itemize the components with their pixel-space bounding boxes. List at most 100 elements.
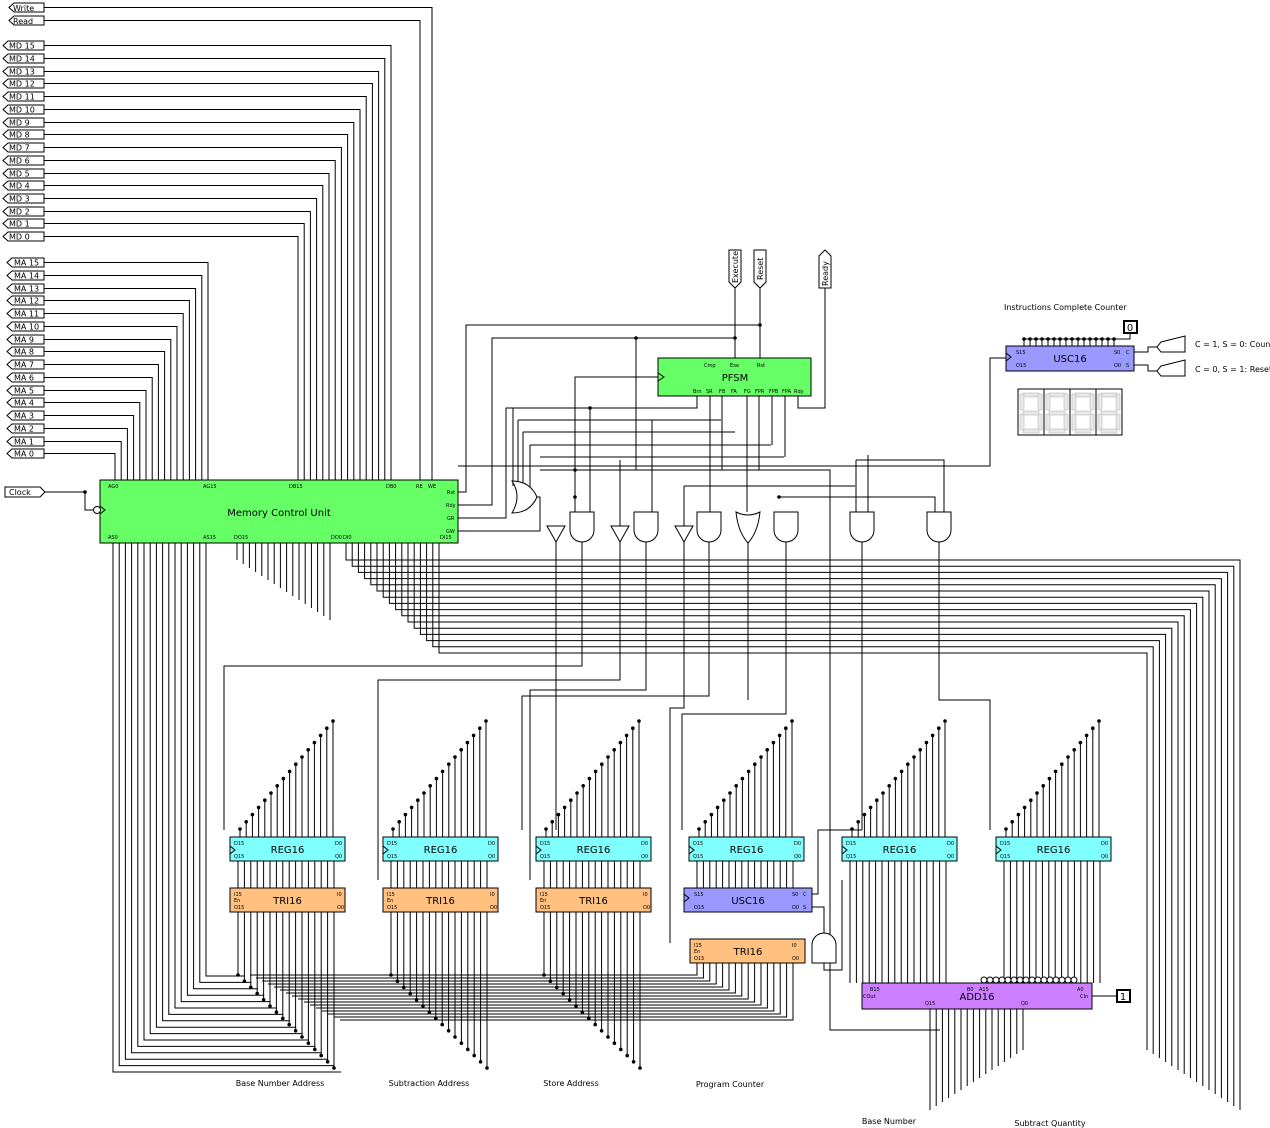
- svg-text:DB15: DB15: [289, 484, 303, 490]
- junction-dot: [1066, 755, 1070, 759]
- svg-text:FPB: FPB: [769, 389, 779, 395]
- junction-dot: [422, 791, 426, 795]
- junction-dot: [414, 998, 419, 1002]
- wire: [458, 324, 761, 493]
- svg-text:Q15: Q15: [693, 854, 703, 860]
- svg-text:O15: O15: [387, 905, 397, 911]
- svg-text:En: En: [387, 898, 393, 904]
- junction-dot: [542, 973, 546, 977]
- wire: [143, 543, 309, 1041]
- junction-dot: [408, 991, 413, 996]
- junction-dot: [703, 820, 707, 824]
- junction-dot: [758, 323, 762, 327]
- ma-pin: MA 3: [6, 410, 45, 421]
- md-pin: MD 0: [2, 231, 45, 242]
- junction-dot: [1022, 805, 1027, 810]
- svg-text:MA 4: MA 4: [14, 399, 34, 408]
- md-pin: MD 11: [2, 91, 45, 102]
- wire: [426, 543, 1160, 1058]
- and-gate: [633, 511, 659, 543]
- wire: [44, 45, 392, 480]
- junction-dot: [1076, 337, 1080, 341]
- svg-text:Execute: Execute: [731, 251, 740, 283]
- svg-text:REG16: REG16: [577, 845, 611, 856]
- block-group: REG16D15Q15D0Q0TRI16I15EnO15I0O0REG16D15…: [229, 836, 1112, 1010]
- wire: [44, 236, 299, 480]
- junction-dot: [631, 1060, 636, 1064]
- wire: [357, 543, 1229, 1102]
- svg-text:MD 10: MD 10: [9, 106, 35, 115]
- instructions-counter: Instructions Complete Counter 0 USC16 S1…: [1004, 303, 1270, 436]
- junction-dot: [722, 798, 726, 802]
- svg-text:MA 11: MA 11: [14, 310, 39, 319]
- ma-pin: MA 13: [6, 283, 45, 294]
- svg-text:1: 1: [1120, 992, 1126, 1003]
- label-base-number-address: Base Number Address: [236, 1079, 325, 1088]
- svg-text:FG: FG: [744, 389, 751, 395]
- junction-dot: [619, 1047, 623, 1052]
- svg-text:D15: D15: [1000, 841, 1010, 847]
- svg-text:FB: FB: [719, 389, 726, 395]
- wire: [44, 147, 342, 480]
- label-subtraction-address: Subtraction Address: [389, 1079, 470, 1088]
- junction-dot: [587, 1016, 591, 1021]
- ma-pin: MA 9: [6, 334, 45, 345]
- junction-dot: [1029, 798, 1033, 802]
- wire: [262, 963, 711, 982]
- junction-dot: [242, 979, 247, 983]
- svg-text:C = 0, S = 1: Reset: C = 0, S = 1: Reset: [1195, 365, 1270, 374]
- and-gate: [696, 511, 722, 543]
- not-gate: [674, 525, 694, 544]
- counter-const: 0: [1127, 323, 1133, 334]
- junction-dot: [581, 784, 585, 788]
- junction-dot: [899, 769, 904, 774]
- svg-text:D15: D15: [234, 841, 244, 847]
- junction-dot: [765, 748, 769, 752]
- wire: [45, 491, 93, 511]
- svg-text:Exe: Exe: [730, 363, 739, 369]
- junction-dot: [567, 998, 572, 1002]
- wire: [669, 542, 685, 943]
- svg-text:C: C: [1126, 350, 1130, 356]
- junction-dot: [573, 468, 577, 472]
- ma-pin: MA 12: [6, 295, 45, 306]
- md-pin: MD 3: [2, 193, 45, 204]
- label-base-number: Base Number: [862, 1117, 917, 1126]
- junction-dot: [599, 1029, 604, 1033]
- svg-text:MD 13: MD 13: [9, 68, 35, 77]
- svg-text:WE: WE: [428, 484, 436, 490]
- ma-pin: MA 2: [6, 423, 45, 434]
- wire: [168, 543, 284, 1015]
- output-pin-read: Read: [8, 15, 45, 26]
- svg-text:O0: O0: [490, 905, 497, 911]
- svg-text:B15: B15: [870, 987, 880, 993]
- svg-text:D0: D0: [488, 841, 495, 847]
- wire: [340, 963, 794, 1021]
- svg-text:D15: D15: [846, 841, 856, 847]
- wire: [44, 83, 373, 480]
- junction-dot: [1035, 791, 1039, 795]
- wire: [856, 459, 945, 512]
- junction-dot: [395, 979, 400, 983]
- wire: [186, 543, 265, 996]
- ma-pin: MA 14: [6, 270, 45, 281]
- wire: [223, 542, 583, 830]
- and-gate: [569, 511, 595, 543]
- junction-dot: [484, 719, 488, 723]
- svg-text:Q0: Q0: [794, 854, 801, 860]
- gate-row: [511, 480, 952, 964]
- wire: [44, 288, 197, 480]
- md-pin: MD 8: [2, 129, 45, 140]
- junction-dot: [244, 820, 248, 824]
- svg-text:MD 6: MD 6: [9, 157, 30, 166]
- svg-text:O15: O15: [1016, 363, 1026, 369]
- pin-label: Read: [13, 17, 33, 26]
- svg-text:MA 14: MA 14: [14, 272, 39, 281]
- ma-pin: MA 15: [6, 257, 45, 268]
- junction-dot: [397, 820, 402, 824]
- svg-text:CIn: CIn: [1080, 994, 1088, 1000]
- svg-text:S15: S15: [1016, 350, 1026, 356]
- svg-text:MA 6: MA 6: [14, 374, 34, 383]
- junction-dot: [434, 1016, 438, 1021]
